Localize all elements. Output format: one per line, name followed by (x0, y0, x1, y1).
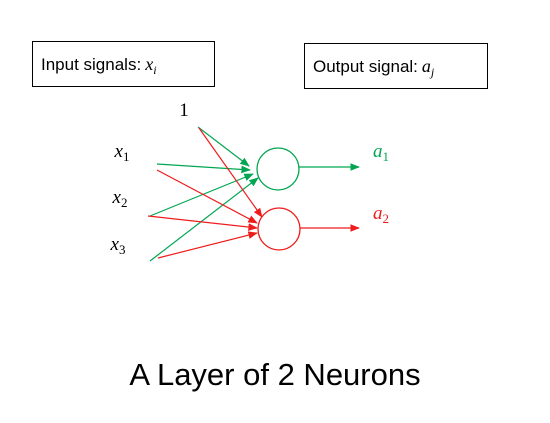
edge-x2-to-neuron2 (147, 215, 258, 231)
diagram-title: A Layer of 2 Neurons (129, 357, 421, 392)
edge-bias-to-neuron1 (197, 126, 250, 167)
input-label-x1: x1 (114, 141, 130, 164)
neuron-2 (257, 207, 301, 251)
output-signal-var: aj (421, 56, 435, 79)
edge-x3-to-neuron1 (149, 177, 259, 262)
input-signals-label: Input signals: (41, 54, 142, 74)
input-signals-var: xi (145, 54, 157, 77)
edge-x2-to-neuron1 (149, 173, 254, 217)
bias-label: 1 (179, 100, 189, 121)
output-label-a2: a2 (373, 203, 389, 226)
edge-bias-to-neuron2 (198, 127, 263, 218)
output-signal-box: Output signal: aj (304, 43, 488, 89)
input-label-x2: x2 (112, 187, 128, 210)
output-signal-label: Output signal: (313, 56, 418, 76)
output-label-a1: a1 (373, 141, 389, 164)
neuron-1 (256, 147, 300, 191)
input-signals-box: Input signals: xi (32, 41, 215, 87)
edge-x3-to-neuron2 (157, 231, 258, 259)
input-label-x3: x3 (110, 234, 126, 257)
edge-x1-to-neuron1 (156, 163, 251, 174)
edge-x1-to-neuron2 (156, 169, 258, 224)
